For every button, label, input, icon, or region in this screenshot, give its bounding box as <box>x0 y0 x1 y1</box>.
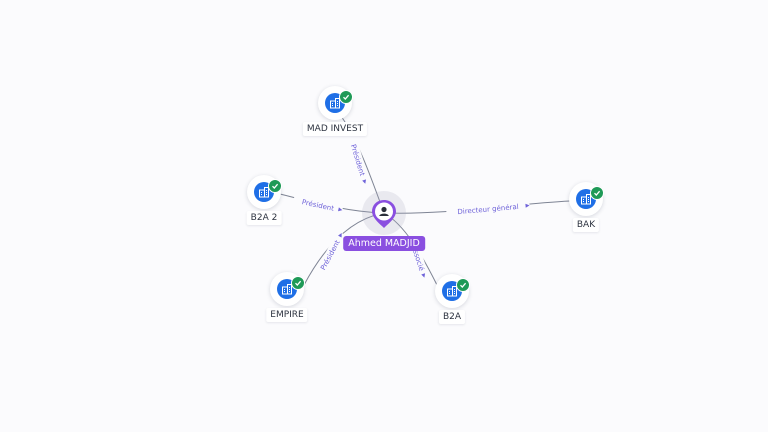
verified-check-icon <box>291 276 305 290</box>
relation-label-bg <box>446 200 530 218</box>
relation-label-group: Directeur général <box>446 200 530 218</box>
relation-label-group: Président <box>292 194 344 216</box>
verified-check-icon <box>268 179 282 193</box>
arrow-icon <box>338 207 343 212</box>
relation-label-group: Président <box>313 230 347 280</box>
company-name-label: BAK <box>572 218 600 232</box>
verified-check-icon <box>590 186 604 200</box>
verified-check-icon <box>456 278 470 292</box>
company-name-label: EMPIRE <box>266 308 308 322</box>
arrow-icon <box>338 233 342 238</box>
relation-label-bg <box>345 134 371 186</box>
arrow-icon <box>421 273 426 278</box>
relation-label-group: Président <box>345 134 371 186</box>
verified-check-icon <box>339 90 353 104</box>
arrow-icon <box>362 179 367 184</box>
arrow-icon <box>525 203 530 208</box>
person-icon <box>372 200 396 228</box>
relation-label: Directeur général <box>457 203 519 216</box>
relation-label-bg <box>313 230 347 280</box>
company-name-label: B2A 2 <box>246 211 282 225</box>
company-name-label: MAD INVEST <box>302 122 368 136</box>
company-name-label: B2A <box>438 310 466 324</box>
center-person-name: Ahmed MADJID <box>343 236 425 251</box>
relation-label-bg <box>292 194 344 216</box>
